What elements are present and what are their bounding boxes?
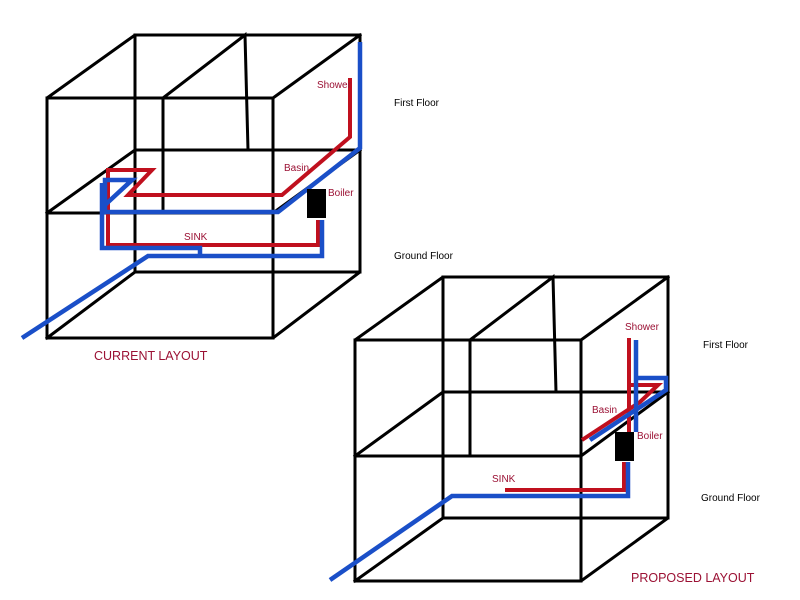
current-hot-pipe — [106, 78, 352, 247]
proposed-boiler-label: Boiler — [637, 431, 663, 442]
current-boiler-label: Boiler — [328, 188, 354, 199]
proposed-hot-pipe — [505, 338, 664, 492]
current-labels: Shower Basin Boiler SINK First Floor Gro… — [94, 80, 454, 363]
proposed-sink-label: SINK — [492, 474, 516, 485]
current-layout-title: CURRENT LAYOUT — [94, 349, 208, 363]
proposed-boiler-box — [615, 432, 634, 461]
current-shower-label: Shower — [317, 80, 352, 91]
current-sink-label: SINK — [184, 232, 208, 243]
proposed-house-outline — [352, 274, 671, 584]
current-layout-house — [20, 32, 363, 341]
proposed-labels: Shower Basin Boiler SINK First Floor Gro… — [492, 322, 761, 585]
current-first-floor-label: First Floor — [394, 98, 440, 109]
current-cold-pipe — [20, 42, 363, 340]
current-boiler-box — [307, 189, 326, 218]
proposed-shower-label: Shower — [625, 322, 660, 333]
current-ground-floor-label: Ground Floor — [394, 251, 454, 262]
proposed-layout-house — [328, 274, 671, 584]
proposed-ground-floor-label: Ground Floor — [701, 493, 761, 504]
proposed-cold-pipe — [328, 340, 669, 582]
current-basin-label: Basin — [284, 163, 309, 174]
proposed-layout-title: PROPOSED LAYOUT — [631, 571, 755, 585]
proposed-basin-label: Basin — [592, 405, 617, 416]
proposed-first-floor-label: First Floor — [703, 340, 749, 351]
